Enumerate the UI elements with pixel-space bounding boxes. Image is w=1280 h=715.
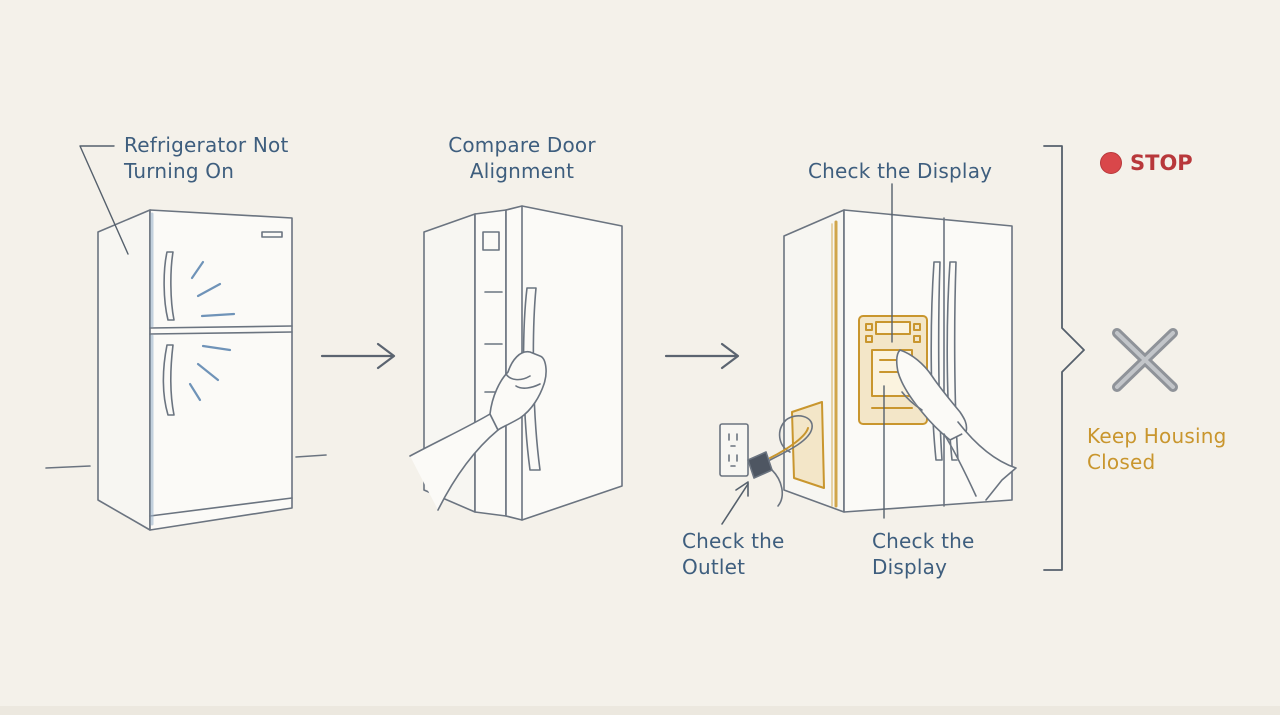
check-display-bottom-label: Check the Display — [872, 529, 975, 579]
check-display-top-label: Check the Display — [808, 159, 993, 183]
fridge-not-turning-on-sketch — [45, 209, 327, 531]
door-alignment-label: Compare Door Alignment — [448, 133, 596, 183]
arrow-right-icon — [320, 342, 396, 370]
check-outlet-label: Check the Outlet — [682, 529, 785, 579]
outlet-leader-arrow — [721, 481, 749, 525]
outlet-sketch — [719, 423, 749, 477]
stop-label: STOP — [1130, 151, 1193, 175]
fridge-not-on-label: Refrigerator Not Turning On — [124, 133, 289, 183]
cord-highlight — [769, 427, 809, 459]
bottom-strip — [0, 706, 1280, 715]
wall-plate-highlight — [791, 401, 825, 489]
hand-opening-door-sketch — [409, 350, 547, 511]
grouping-brace — [1043, 145, 1085, 571]
fridge-label-leader — [79, 145, 129, 255]
cross-icon-outline — [1115, 331, 1175, 389]
stop-badge: STOP — [1100, 151, 1193, 175]
hand-pressing-display-sketch — [895, 349, 1017, 501]
power-cord-sketch — [747, 415, 813, 507]
keep-housing-closed-label: Keep Housing Closed — [1087, 424, 1227, 474]
arrow-right-icon — [664, 342, 740, 370]
no-power-spark-marks — [188, 260, 236, 402]
stop-dot-icon — [1100, 152, 1122, 174]
